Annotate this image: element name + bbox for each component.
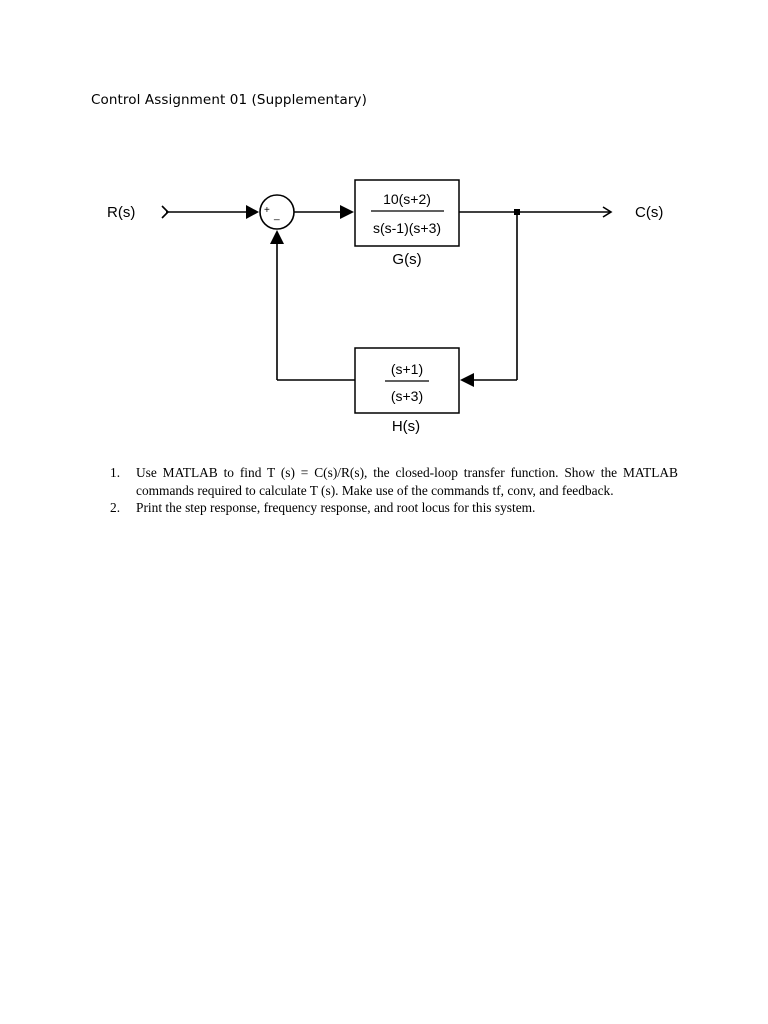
block-diagram: R(s) + _ 10(s+2) s(s-1)(s+3) G(s) C(s) (… <box>107 179 663 435</box>
feedback-numerator: (s+1) <box>391 361 423 377</box>
forward-block-label: G(s) <box>392 251 421 268</box>
question-item: 2. Print the step response, frequency re… <box>110 499 678 517</box>
forward-denominator: s(s-1)(s+3) <box>373 220 441 236</box>
forward-arrowhead-icon <box>340 205 354 219</box>
summing-plus-sign: + <box>264 205 270 216</box>
question-text: Print the step response, frequency respo… <box>136 500 536 515</box>
question-item: 1. Use MATLAB to find T (s) = C(s)/R(s),… <box>110 464 678 499</box>
output-arrowhead-icon <box>602 206 613 218</box>
question-number: 2. <box>110 500 121 515</box>
output-label: C(s) <box>635 204 663 221</box>
forward-block-g <box>354 179 460 247</box>
input-label: R(s) <box>107 204 135 221</box>
document-title: Control Assignment 01 (Supplementary) <box>91 92 368 108</box>
input-arrowhead-icon <box>246 205 259 219</box>
feedback-up-arrowhead-icon <box>270 230 284 244</box>
question-number: 1. <box>110 465 121 480</box>
question-text: Use MATLAB to find T (s) = C(s)/R(s), th… <box>136 465 678 498</box>
feedback-denominator: (s+3) <box>391 388 423 404</box>
summing-minus-sign: _ <box>273 210 280 221</box>
forward-numerator: 10(s+2) <box>383 191 431 207</box>
feedback-arrowhead-icon <box>460 373 474 387</box>
feedback-block-label: H(s) <box>392 418 420 435</box>
question-list: 1. Use MATLAB to find T (s) = C(s)/R(s),… <box>110 464 678 517</box>
